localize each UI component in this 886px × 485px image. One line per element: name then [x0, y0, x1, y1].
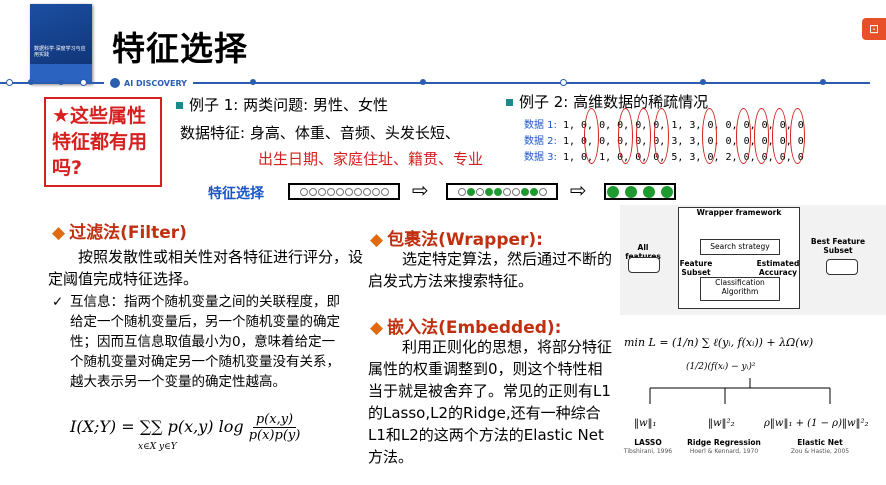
timeline-dot	[560, 79, 567, 86]
filter-description: 按照发散性或相关性对各特征进行评分，设定阈值完成特征选择。	[48, 248, 364, 288]
brand-name: AI DISCOVERY	[124, 78, 187, 88]
brand-logo-icon	[110, 78, 120, 88]
ridge-ref: Hoerl & Kennard, 1970	[689, 448, 759, 455]
bullet-square-icon	[506, 99, 513, 106]
best-subset-label: Best Feature Subset	[810, 237, 866, 255]
diamond-bullet-icon: ◆	[370, 230, 384, 250]
bullet-square-icon	[176, 102, 183, 109]
selected-features-box	[446, 183, 558, 200]
wrapper-description: 选定特定算法，然后通过不断的启发式方法来搜索特征。	[368, 250, 613, 290]
final-features-box	[604, 183, 676, 200]
sparse-column-highlight	[772, 108, 787, 164]
feature-select-label: 特征选择	[208, 186, 264, 202]
all-features-box	[288, 183, 400, 200]
book-title: 数据科学·深度学习与应用实践	[34, 46, 86, 58]
lasso-formula: ‖w‖₁	[634, 418, 657, 429]
elastic-formula: ρ‖w‖₁ + (1 − ρ)‖w‖²₂	[764, 418, 869, 429]
sparse-column-highlight	[736, 108, 751, 164]
timeline-dot	[58, 79, 64, 85]
data-row: 数据 2: 1, 0, 0, 0, 0, 0, 3, 3, 0, 0, 0, 0…	[524, 136, 804, 147]
timeline-divider	[0, 82, 870, 84]
question-text: ★这些属性特征都有用吗?	[52, 102, 162, 181]
star-icon: ★	[52, 103, 70, 127]
timeline-dot	[28, 79, 34, 85]
all-features-label: All features	[625, 243, 661, 261]
timeline-dot	[820, 79, 826, 85]
ridge-formula: ‖w‖²₂	[708, 418, 735, 429]
diamond-bullet-icon: ◆	[370, 318, 384, 338]
timeline-dot	[80, 79, 87, 86]
diamond-bullet-icon: ◆	[52, 223, 66, 243]
regularization-formula: min L = (1/n) ∑ ℓ(yᵢ, f(xᵢ)) + λΩ(w)	[624, 336, 814, 349]
loss-subformula: (1/2)(f(xᵢ) − yᵢ)²	[686, 362, 756, 372]
book-stripe	[30, 64, 92, 82]
formula-subscript: x∈X y∈Y	[138, 442, 177, 452]
feature-subset-label: Feature Subset	[679, 259, 713, 277]
sparse-column-highlight	[754, 108, 769, 164]
mutual-info-formula: I(X;Y) = ∑∑ p(x,y) log p(x,y)p(x)p(y)	[70, 412, 301, 443]
arrow-right-icon: ⇨	[412, 178, 429, 202]
timeline-dot	[700, 79, 706, 85]
sparse-column-highlight	[654, 108, 669, 164]
mutual-info-item: ✓ 互信息：指两个随机变量之间的关联程度，即给定一个随机变量后，另一个随机变量的…	[52, 292, 348, 392]
ridge-label: Ridge Regression	[687, 438, 761, 447]
timeline-dot	[6, 79, 13, 86]
timeline-dot	[420, 79, 426, 85]
sparse-column-highlight	[584, 108, 599, 164]
book-cover-image: 数据科学·深度学习与应用实践	[30, 4, 92, 84]
database-icon	[628, 257, 660, 273]
database-icon	[826, 259, 858, 275]
timeline-dot	[250, 79, 256, 85]
lasso-label: LASSO	[634, 438, 662, 447]
example2-title: 例子 2: 高维数据的稀疏情况	[506, 91, 708, 112]
arrow-right-icon: ⇨	[570, 178, 587, 202]
example1-title: 例子 1: 两类问题: 男性、女性	[176, 94, 388, 115]
question-label: 这些属性特征都有用吗?	[52, 105, 148, 179]
example1-features-red: 出生日期、家庭住址、籍贯、专业	[258, 150, 484, 168]
elastic-label: Elastic Net	[797, 438, 843, 447]
estimated-accuracy-label: Estimated Accuracy	[756, 259, 800, 277]
data-row: 数据 1: 1, 0, 0, 0, 0, 0, 1, 3, 0, 0, 0, 0…	[524, 120, 804, 131]
wrapper-diagram: Wrapper framework Search strategy Classi…	[620, 205, 886, 315]
sparse-column-highlight	[618, 108, 633, 164]
example1-features: 数据特征: 身高、体重、音频、头发长短、	[180, 124, 460, 142]
branch-lines	[649, 378, 831, 404]
classification-box: Classification Algorithm	[700, 277, 780, 301]
embedded-description: 利用正则化的思想，将部分特征属性的权重调整到0，则这个特性相当于就是被舍弃了。常…	[368, 338, 613, 466]
data-row: 数据 3: 1, 0, 1, 0, 0, 0, 5, 3, 0, 2, 0, 0…	[524, 152, 804, 163]
search-strategy-box: Search strategy	[700, 239, 780, 255]
page-title: 特征选择	[112, 29, 248, 68]
sparse-column-highlight	[702, 108, 717, 164]
check-icon: ✓	[52, 294, 64, 310]
sparse-column-highlight	[636, 108, 651, 164]
filter-heading: ◆过滤法(Filter)	[52, 223, 187, 243]
presentation-logo-icon: ⊡	[862, 18, 886, 40]
lasso-ref: Tibshirani, 1996	[623, 448, 673, 455]
brand-badge: AI DISCOVERY	[104, 74, 193, 92]
question-box	[44, 97, 162, 187]
wrapper-heading: ◆包裹法(Wrapper):	[370, 230, 543, 250]
mutual-info-text: 互信息：指两个随机变量之间的关联程度，即给定一个随机变量后，另一个随机变量的确定…	[70, 294, 340, 390]
elastic-ref: Zou & Hastie, 2005	[790, 448, 850, 455]
sparse-column-highlight	[790, 108, 805, 164]
embedded-heading: ◆嵌入法(Embedded):	[370, 318, 562, 338]
